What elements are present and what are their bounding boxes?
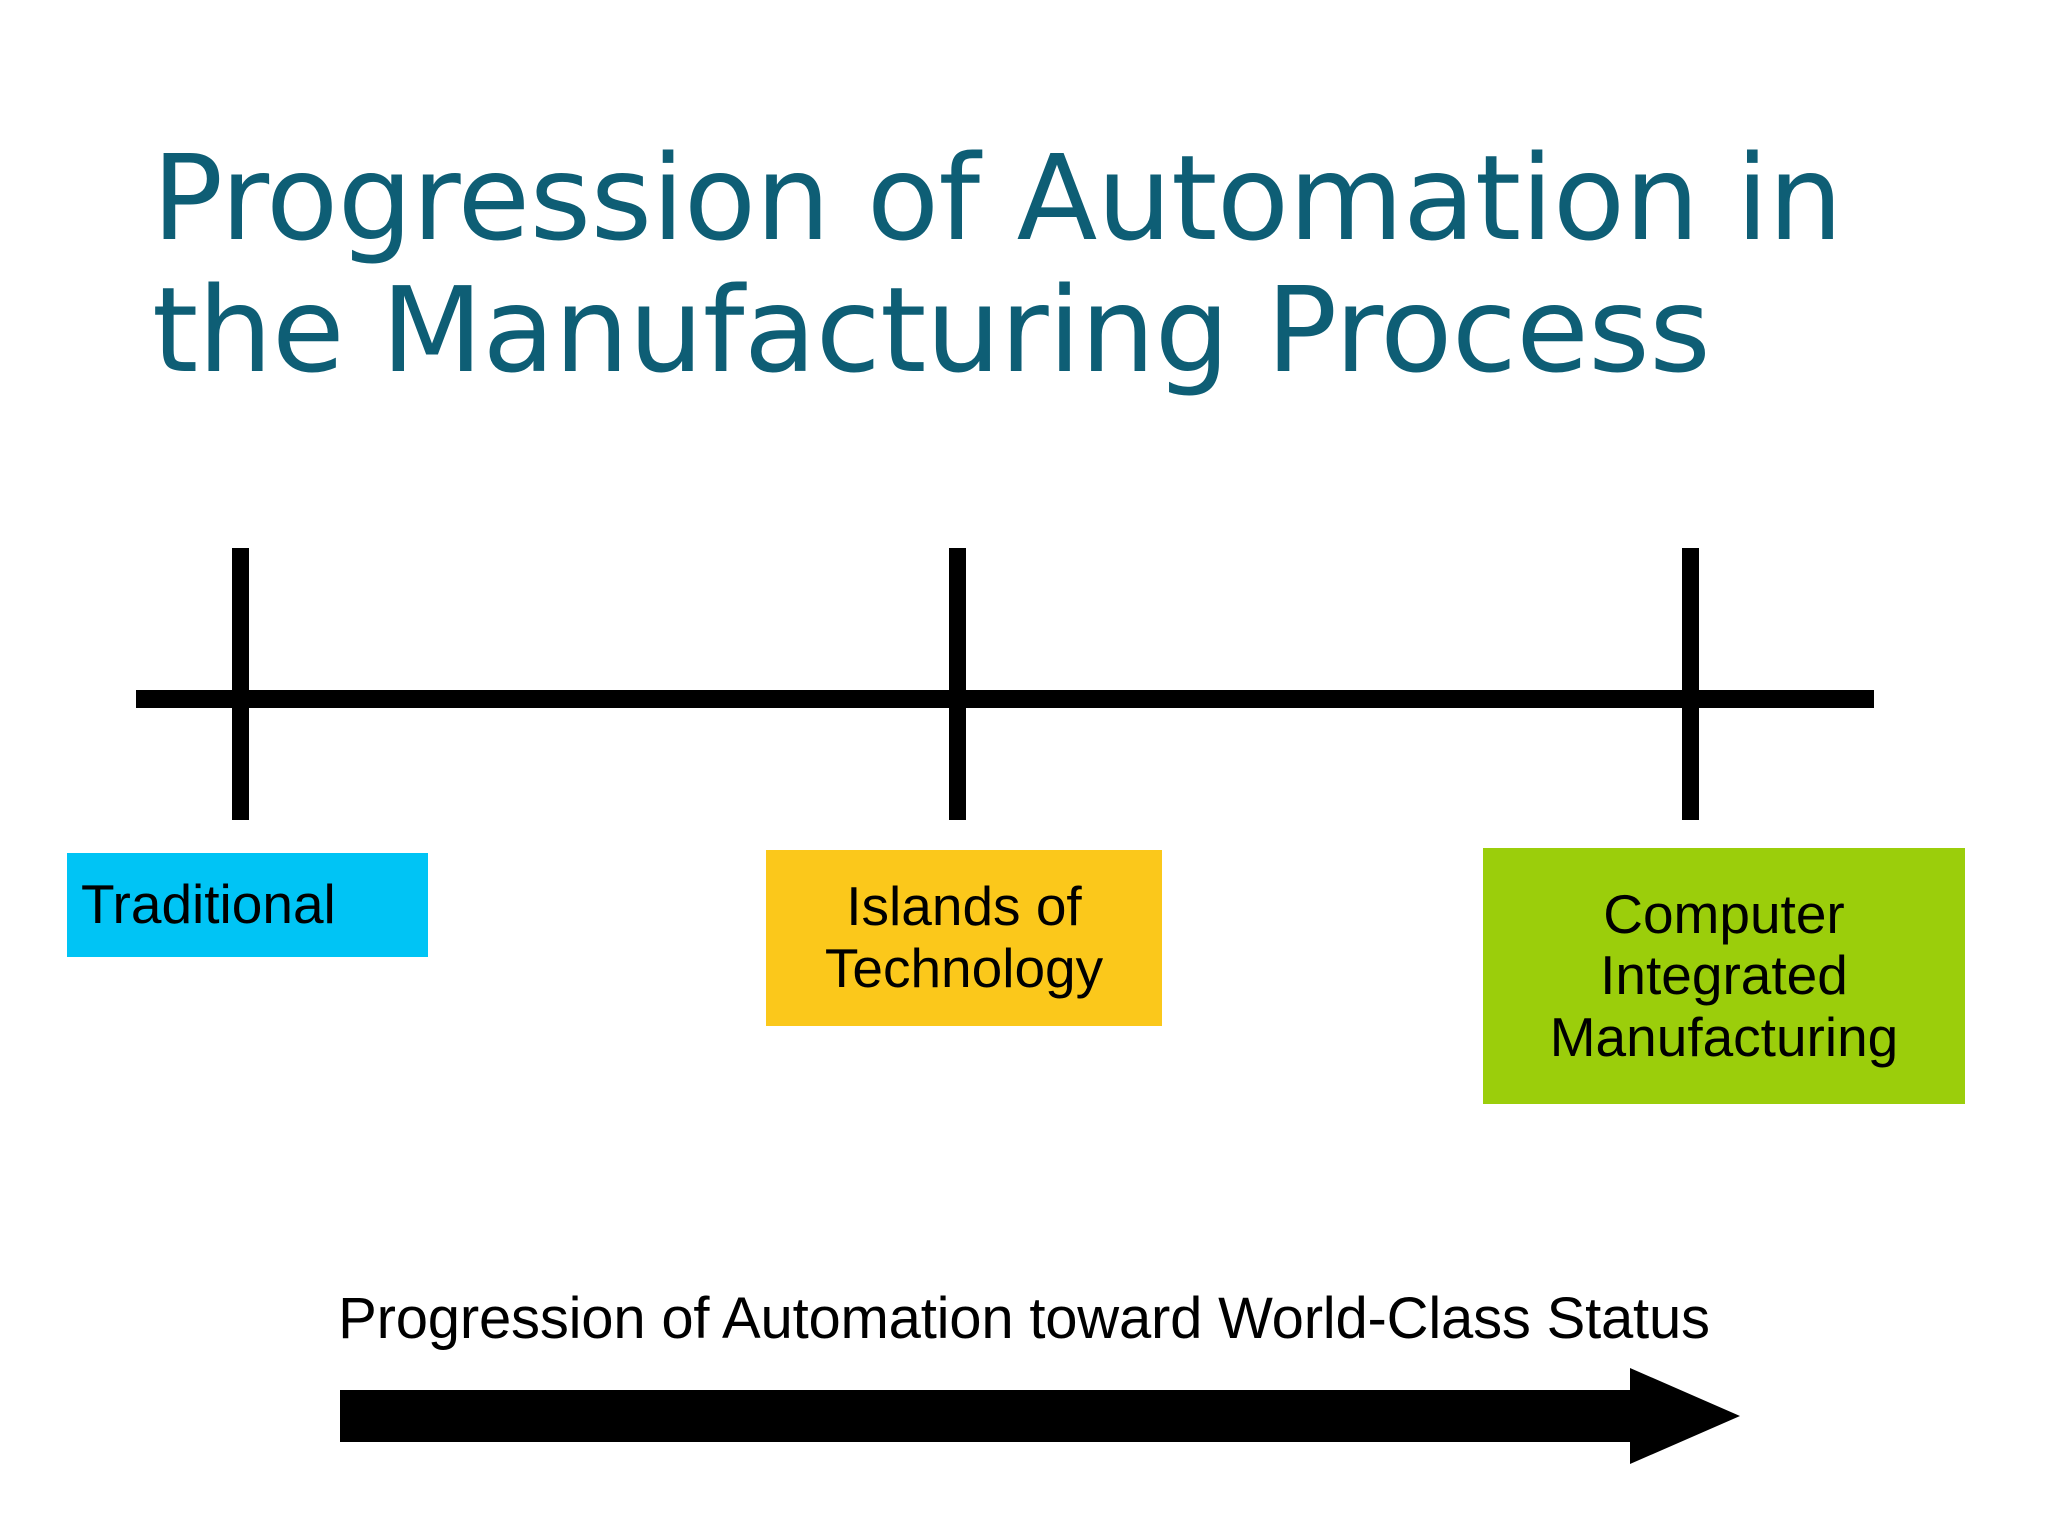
timeline-tick-traditional <box>232 548 249 820</box>
page-title: Progression of Automation in the Manufac… <box>152 129 1843 400</box>
progression-arrow <box>340 1368 1740 1464</box>
stage-label-islands-of-technology: Islands of Technology <box>766 850 1162 1026</box>
stage-label-computer-integrated-manufacturing: Computer Integrated Manufacturing <box>1483 848 1965 1104</box>
timeline-axis-line <box>136 690 1874 708</box>
progression-caption: Progression of Automation toward World-C… <box>338 1286 1710 1351</box>
stage-label-traditional: Traditional <box>67 853 428 957</box>
timeline-tick-islands-of-technology <box>949 548 966 820</box>
timeline-tick-computer-integrated-manufacturing <box>1682 548 1699 820</box>
arrow-right-icon <box>340 1368 1740 1464</box>
